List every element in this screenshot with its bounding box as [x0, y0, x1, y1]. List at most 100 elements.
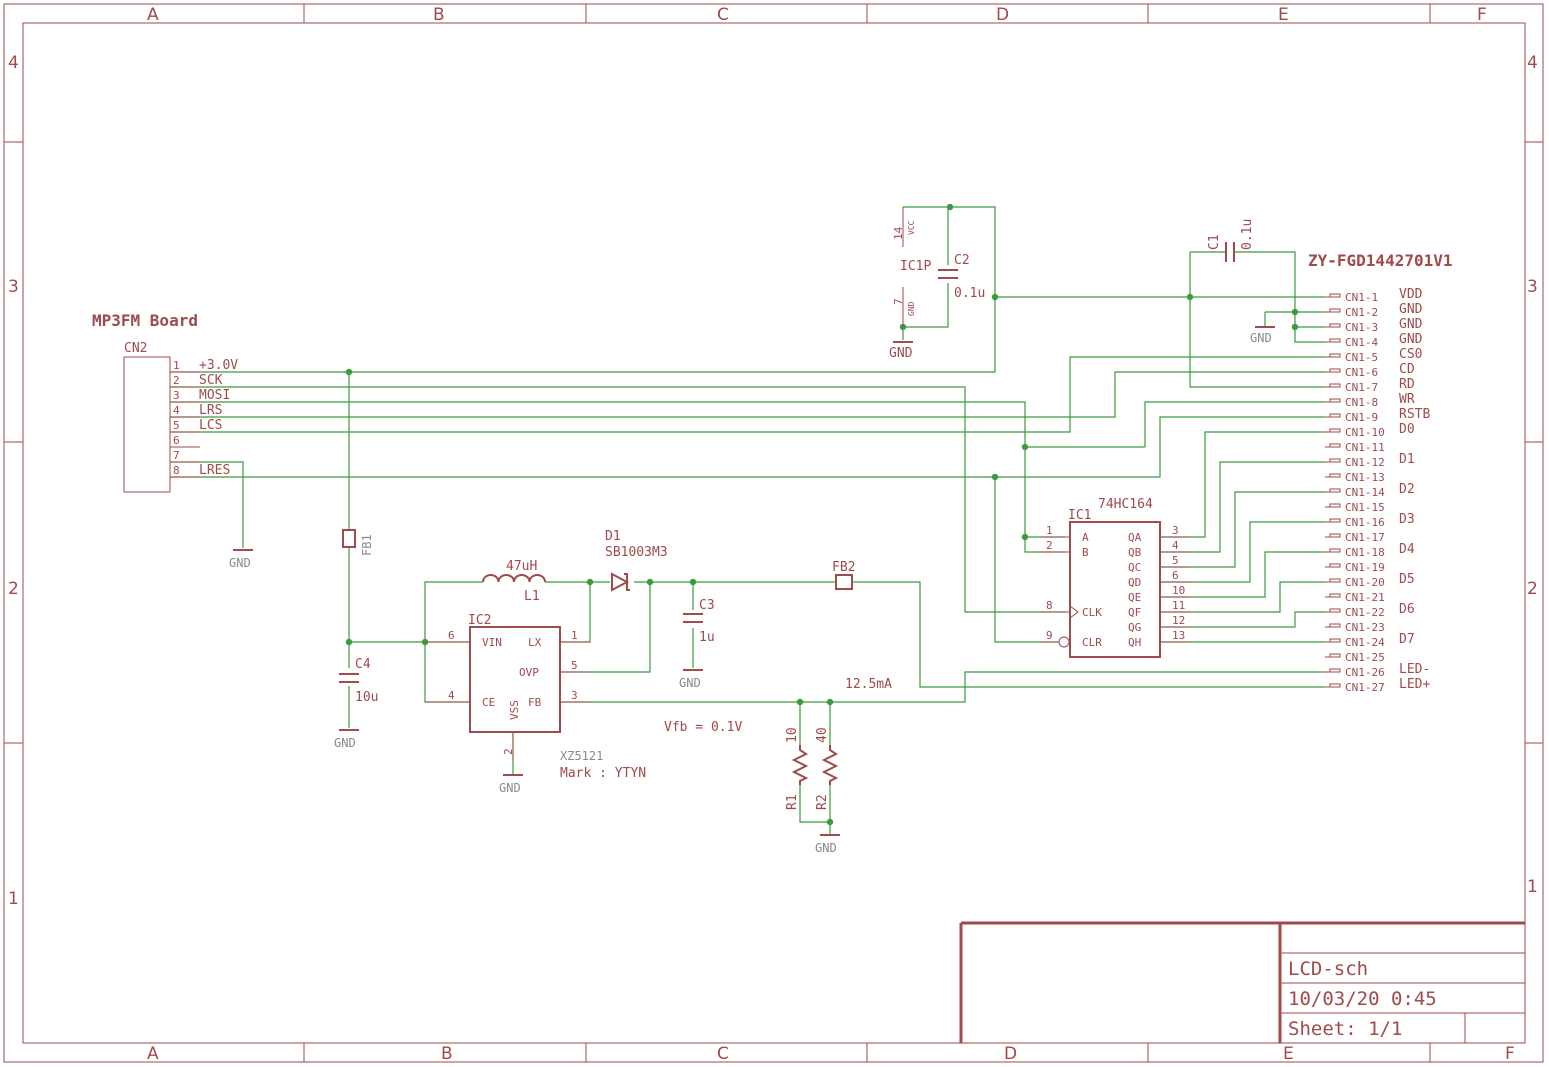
cn1-pin-contact: [1329, 368, 1341, 373]
cn1-pin-ref: CN1-4: [1345, 336, 1378, 349]
inductor-l1: 47uH L1: [482, 559, 546, 604]
c4-ref: C4: [355, 657, 371, 672]
cn2-pin-number: 5: [173, 419, 180, 432]
c3-ref: C3: [699, 598, 715, 613]
capacitor-c2: C2 0.1u: [938, 253, 985, 301]
ic1p-gnd: GND: [907, 301, 916, 316]
cn1-pin-contact: [1329, 518, 1341, 523]
ic1-right-pin-number: 11: [1172, 599, 1185, 612]
row-label-3-right: 3: [1527, 277, 1538, 297]
cn1-pin-ref: CN1-6: [1345, 366, 1378, 379]
cn1-pin-ref: CN1-16: [1345, 516, 1385, 529]
ic1-ref: IC1: [1068, 508, 1091, 523]
r1-value: 10: [785, 727, 800, 743]
ic1-right-pin-number: 12: [1172, 614, 1185, 627]
cn1-signal-label: D0: [1399, 422, 1415, 437]
cn1-signal-label: CS0: [1399, 347, 1422, 362]
ic2-pin-vin-name: VIN: [482, 636, 502, 649]
ic1p-gnd-pin: 7: [892, 298, 905, 305]
ic1-left-pin-name: CLK: [1082, 606, 1102, 619]
cn1-pin-ref: CN1-7: [1345, 381, 1378, 394]
schottky-diode-d1: D1 SB1003M3: [605, 529, 668, 592]
cn1-pin-ref: CN1-15: [1345, 501, 1385, 514]
cn2-pin-number: 7: [173, 449, 180, 462]
cn1-pin-contact: [1329, 578, 1341, 583]
fb1-ref: FB1: [360, 534, 374, 556]
cn1-pin-ref: CN1-21: [1345, 591, 1385, 604]
col-label-e-top: E: [1278, 5, 1289, 25]
vfb-note: Vfb = 0.1V: [664, 720, 742, 735]
row-label-1-right: 1: [1527, 877, 1538, 897]
cn1-pin-contact: [1329, 533, 1341, 538]
ic1-right-pin-name: QD: [1128, 576, 1141, 589]
gnd-label-c4: GND: [334, 736, 356, 750]
ic2-pin-ce-name: CE: [482, 696, 495, 709]
col-label-d-top: D: [996, 5, 1009, 25]
cn1-pin-contact: [1329, 593, 1341, 598]
cn1-signal-label: VDD: [1399, 287, 1423, 302]
cn1-signal-label: WR: [1399, 392, 1415, 407]
cn1-pin-contact: [1329, 293, 1341, 298]
cn1-pin-contact: [1329, 443, 1341, 448]
ic2-pin-ovp-name: OVP: [519, 666, 539, 679]
cn1-signal-label: D1: [1399, 452, 1415, 467]
resistor-r1: 10 R1: [785, 727, 809, 810]
ic2-pin-fb-name: FB: [528, 696, 542, 709]
title-block-title: LCD-sch: [1288, 958, 1368, 980]
cn1-signal-label: D7: [1399, 632, 1415, 647]
r1-ref: R1: [785, 794, 800, 810]
cn1-pin-ref: CN1-23: [1345, 621, 1385, 634]
cn1-pin-ref: CN1-18: [1345, 546, 1385, 559]
ferrite-fb2: FB2: [832, 560, 855, 590]
ic2-pin-ce-num: 4: [448, 689, 455, 702]
cn1-signal-label: D4: [1399, 542, 1415, 557]
col-label-b-top: B: [433, 5, 445, 25]
cn1-signal-label: D5: [1399, 572, 1415, 587]
cn2-pin-number: 4: [173, 404, 180, 417]
ic1-left-pin-number: 2: [1046, 539, 1053, 552]
col-label-d-bottom: D: [1004, 1044, 1017, 1064]
capacitor-c4: C4 10u: [339, 657, 378, 705]
ic2-pin-vss-name: VSS: [508, 700, 521, 720]
title-block-sheet: Sheet: 1/1: [1288, 1018, 1402, 1040]
ferrite-fb1: FB1: [342, 529, 374, 556]
cn1-pin-contact: [1329, 413, 1341, 418]
ic1-right-pin-number: 3: [1172, 524, 1179, 537]
row-label-4-right: 4: [1527, 53, 1538, 73]
cn1-signal-label: GND: [1399, 332, 1423, 347]
cn1-signal-label: D6: [1399, 602, 1415, 617]
lcd-part-label: ZY-FGD1442701V1: [1308, 251, 1453, 270]
ic1-right-pin-name: QC: [1128, 561, 1141, 574]
ic1-right-pin-name: QH: [1128, 636, 1141, 649]
cn1-pin-contact: [1329, 668, 1341, 673]
ic1-right-pin-number: 10: [1172, 584, 1185, 597]
ic2-pin-lx-name: LX: [528, 636, 542, 649]
cn2-pin-number: 1: [173, 359, 180, 372]
cn1-signal-label: D3: [1399, 512, 1415, 527]
cn1-pin-ref: CN1-22: [1345, 606, 1385, 619]
ic1-right-pin-number: 4: [1172, 539, 1179, 552]
c3-value: 1u: [699, 630, 715, 645]
gnd-label-c3: GND: [679, 676, 701, 690]
cn2-pin-name: LRS: [199, 403, 222, 418]
gnd-label-cn1: GND: [1250, 331, 1272, 345]
cn1-pin-contact: [1329, 428, 1341, 433]
ic2-pin-lx-num: 1: [571, 629, 578, 642]
cn1-pin-ref: CN1-10: [1345, 426, 1385, 439]
cn1-pin-ref: CN1-25: [1345, 651, 1385, 664]
cn2-pin-name: MOSI: [199, 388, 230, 403]
d1-value: SB1003M3: [605, 545, 668, 560]
ic2-pin-fb-num: 3: [571, 689, 578, 702]
cn1-pin-ref: CN1-8: [1345, 396, 1378, 409]
ic1-part: 74HC164: [1098, 497, 1153, 512]
c1-value: 0.1u: [1240, 219, 1255, 250]
cn1-pin-contact: [1329, 308, 1341, 313]
junctions: [345, 203, 1299, 826]
cn2-pin-name: +3.0V: [199, 358, 238, 373]
ic1-shift-register: 74HC164 IC1 1A2B8CLK9CLR3QA4QB5QC6QD10QE…: [1040, 497, 1190, 658]
col-label-b-bottom: B: [441, 1044, 453, 1064]
ic1-left-pin-name: A: [1082, 531, 1089, 544]
